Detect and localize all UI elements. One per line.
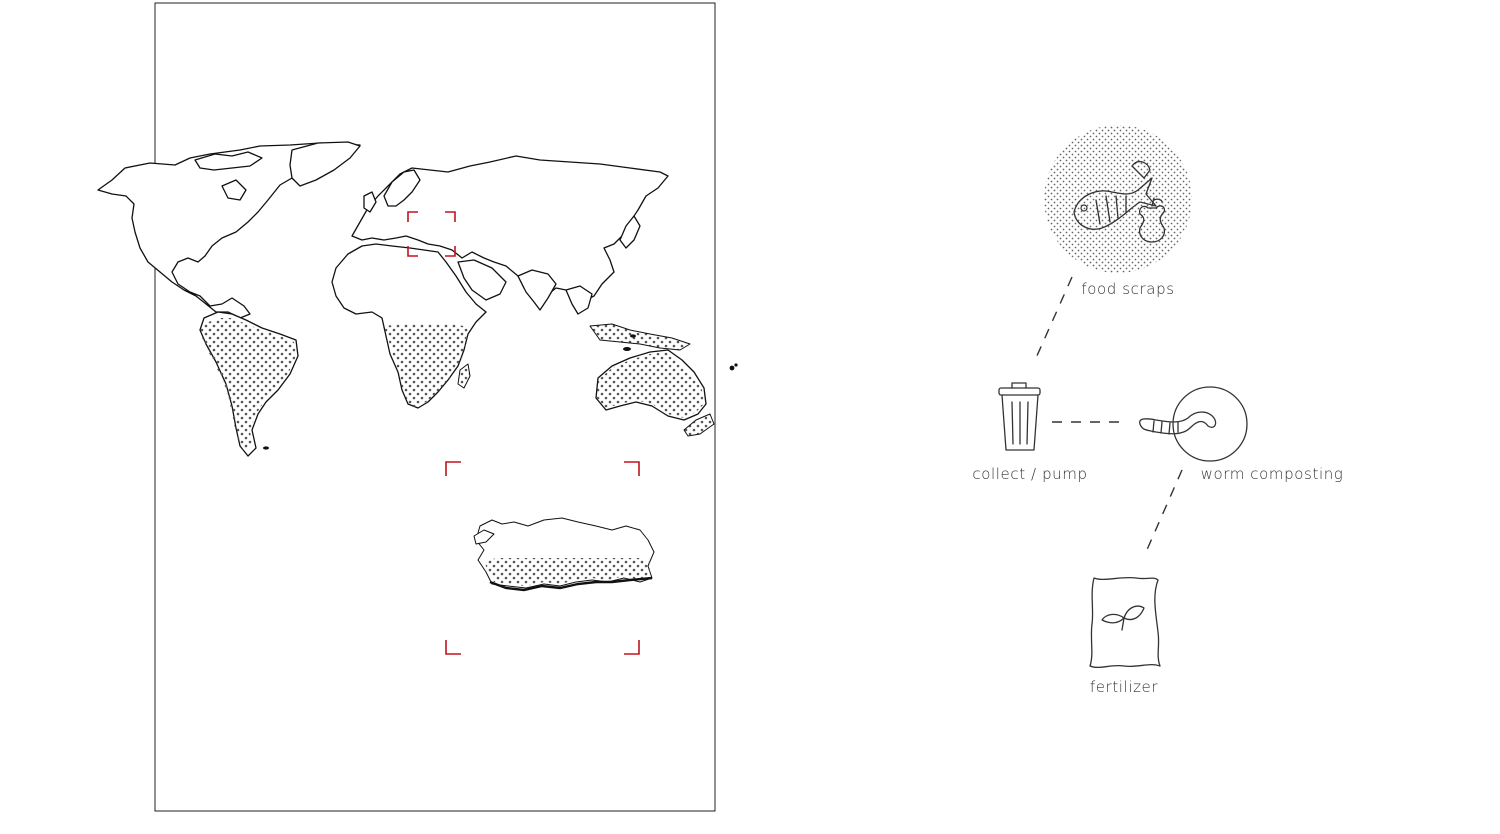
process-diagram: food scraps collect / pump worm composti… <box>972 125 1343 696</box>
food-scraps-circle <box>1044 125 1192 273</box>
north-america <box>97 142 361 319</box>
worm-icon <box>1139 411 1217 435</box>
node-label-fertilizer: fertilizer <box>1090 678 1159 696</box>
madagascar <box>457 363 471 389</box>
pacific-island <box>729 365 735 371</box>
hudson-bay <box>221 179 247 201</box>
greenland <box>289 141 361 187</box>
australia-hatch <box>597 352 704 418</box>
node-label-worm-composting: worm composting <box>1201 465 1344 483</box>
fertilizer-bag-icon <box>1089 576 1161 669</box>
edge-worm-to-fertilizer <box>1145 469 1183 553</box>
arabia <box>457 259 507 301</box>
node-food-scraps: food scraps <box>1044 125 1192 298</box>
africa-hatch <box>384 324 470 408</box>
japan <box>619 215 641 249</box>
british-isles <box>363 191 377 213</box>
thrace <box>473 529 495 545</box>
turkey-detail <box>473 517 655 592</box>
region-marker-large <box>445 461 640 655</box>
turkey-hatch <box>484 558 650 586</box>
pacific-island <box>263 446 269 450</box>
new-zealand <box>683 413 715 437</box>
node-collect-pump: collect / pump <box>972 382 1087 483</box>
southeast-asia <box>565 285 593 315</box>
turkey-south-coast <box>489 576 653 592</box>
arctic-islands <box>194 151 263 171</box>
node-label-food-scraps: food scraps <box>1081 280 1174 298</box>
pacific-island <box>630 334 636 338</box>
south-america-hatch <box>200 318 296 452</box>
europe <box>351 155 669 307</box>
map-panel <box>97 2 738 812</box>
fish-bone-apple-core-icon <box>1073 160 1166 243</box>
edge-food-to-collect <box>1035 276 1073 359</box>
india <box>517 269 557 311</box>
node-label-collect-pump: collect / pump <box>972 465 1087 483</box>
map-frame <box>154 2 716 812</box>
pacific-island <box>623 347 631 351</box>
indonesia <box>589 323 691 351</box>
worm-composting-circle <box>1172 386 1248 462</box>
pacific-island <box>734 363 738 367</box>
node-fertilizer: fertilizer <box>1089 576 1161 696</box>
world-map <box>97 141 738 457</box>
region-marker-small <box>407 211 456 257</box>
scandinavia <box>383 169 421 207</box>
trash-bin-icon <box>998 382 1041 451</box>
node-worm-composting: worm composting <box>1139 386 1344 483</box>
